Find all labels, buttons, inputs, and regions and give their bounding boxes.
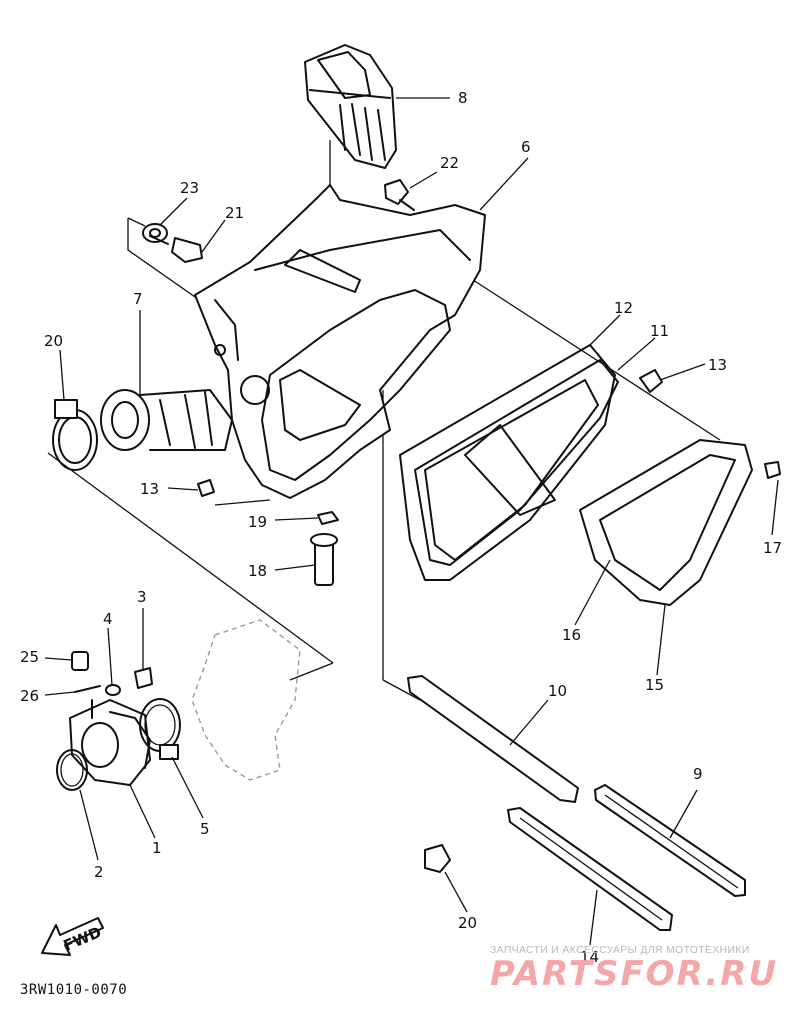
diagram-reference-code: 3RW1010-0070 <box>20 982 128 998</box>
callout-26: 26 <box>20 687 39 705</box>
callout-1: 1 <box>152 839 162 857</box>
callout-17: 17 <box>763 539 782 557</box>
watermark-logo: PARTSFOR.RU <box>490 954 779 994</box>
callout-9: 9 <box>693 765 703 783</box>
callout-24: 23 <box>180 179 199 197</box>
callout-15: 15 <box>645 676 664 694</box>
part-5-hose-clamp <box>139 698 181 760</box>
part-9-filter-plate <box>594 784 746 897</box>
callout-labels: 8 6 22 23 21 7 20 12 11 13 13 17 19 18 1… <box>20 89 782 966</box>
part-21-clamp <box>52 399 98 471</box>
part-16-filter-element <box>579 439 753 606</box>
callout-13-left: 13 <box>140 480 159 498</box>
callout-20-label: 20 <box>458 914 477 932</box>
part-6-air-box-case <box>194 184 486 499</box>
callout-19: 19 <box>248 513 267 531</box>
callout-5: 5 <box>200 820 210 838</box>
part-1-intake-manifold <box>69 699 151 786</box>
callout-3: 3 <box>137 588 147 606</box>
callout-2: 2 <box>94 863 104 881</box>
fwd-direction-arrow <box>41 917 104 956</box>
part-12-gasket <box>399 344 616 581</box>
callout-14: 14 <box>580 948 599 966</box>
part-2-o-ring <box>56 749 88 791</box>
callout-22: 21 <box>225 204 244 222</box>
fastener-parts <box>71 179 781 873</box>
callout-10: 10 <box>548 682 567 700</box>
callout-leader-lines <box>44 97 779 946</box>
callout-13-right: 13 <box>708 356 727 374</box>
callout-6: 6 <box>521 138 531 156</box>
part-14-filter-plate <box>507 807 673 931</box>
callout-4: 4 <box>103 610 113 628</box>
engine-outline-phantom <box>191 619 301 781</box>
watermark-tagline: ЗАПЧАСТИ И АКСЕССУАРЫ ДЛЯ МОТОТЕХНИКИ <box>490 944 750 956</box>
part-7-carburetor-joint <box>100 389 233 451</box>
callout-11: 11 <box>650 322 669 340</box>
part-10-filter-plate <box>407 675 579 803</box>
callout-23: 22 <box>440 154 459 172</box>
callout-21: 20 <box>44 332 63 350</box>
callout-25: 25 <box>20 648 39 666</box>
callout-18: 18 <box>248 562 267 580</box>
callout-8: 8 <box>458 89 468 107</box>
part-8-intake-boot <box>304 44 397 169</box>
callout-16: 16 <box>562 626 581 644</box>
callout-12: 12 <box>614 299 633 317</box>
part-11-cover-plate <box>414 359 619 566</box>
callout-7: 7 <box>133 290 143 308</box>
